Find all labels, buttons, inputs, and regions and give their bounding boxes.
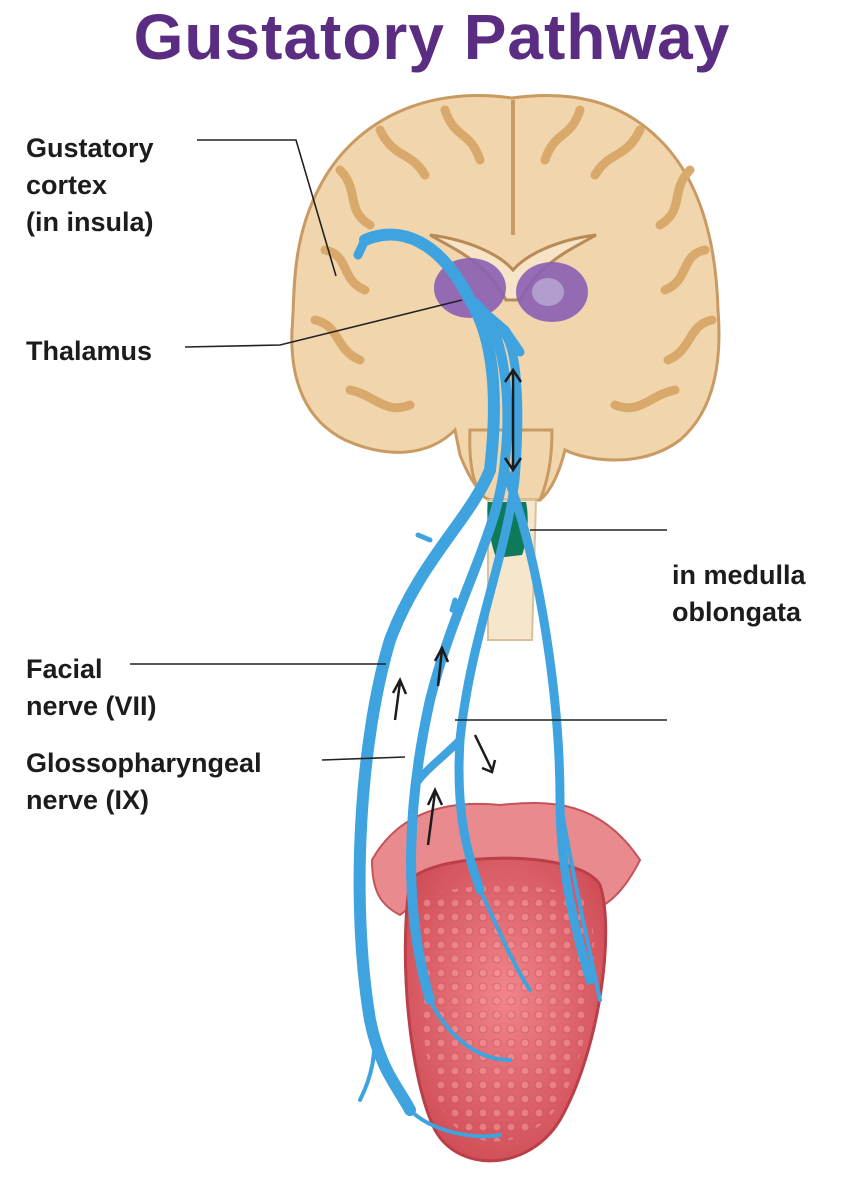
leader-lines: [130, 139, 667, 761]
diagram-title: Gustatory Pathway: [133, 1, 731, 73]
flow-arrows: [391, 367, 523, 846]
leader-gustatory-cortex: [197, 139, 337, 277]
leader-glossopharyngeal: [321, 756, 406, 761]
label-facial-nerve: Facial nerve (VII): [26, 654, 157, 721]
brain-gyri-left: [310, 105, 485, 413]
label-gustatory-cortex: Gustatory cortex (in insula): [26, 133, 154, 237]
arrow-mid: [433, 645, 450, 687]
leader-thalamus: [184, 299, 463, 348]
label-glossopharyngeal-nerve: Glossopharyngeal nerve (IX): [26, 748, 262, 815]
arrow-brainstem: [503, 367, 523, 473]
tongue: [370, 802, 642, 1163]
arrow-lower: [426, 787, 444, 846]
arrow-down: [473, 734, 497, 774]
arrow-facial: [391, 677, 408, 721]
brain-gyri-right: [540, 105, 717, 413]
label-medulla: in medulla oblongata: [672, 560, 806, 627]
label-thalamus: Thalamus: [26, 336, 153, 366]
